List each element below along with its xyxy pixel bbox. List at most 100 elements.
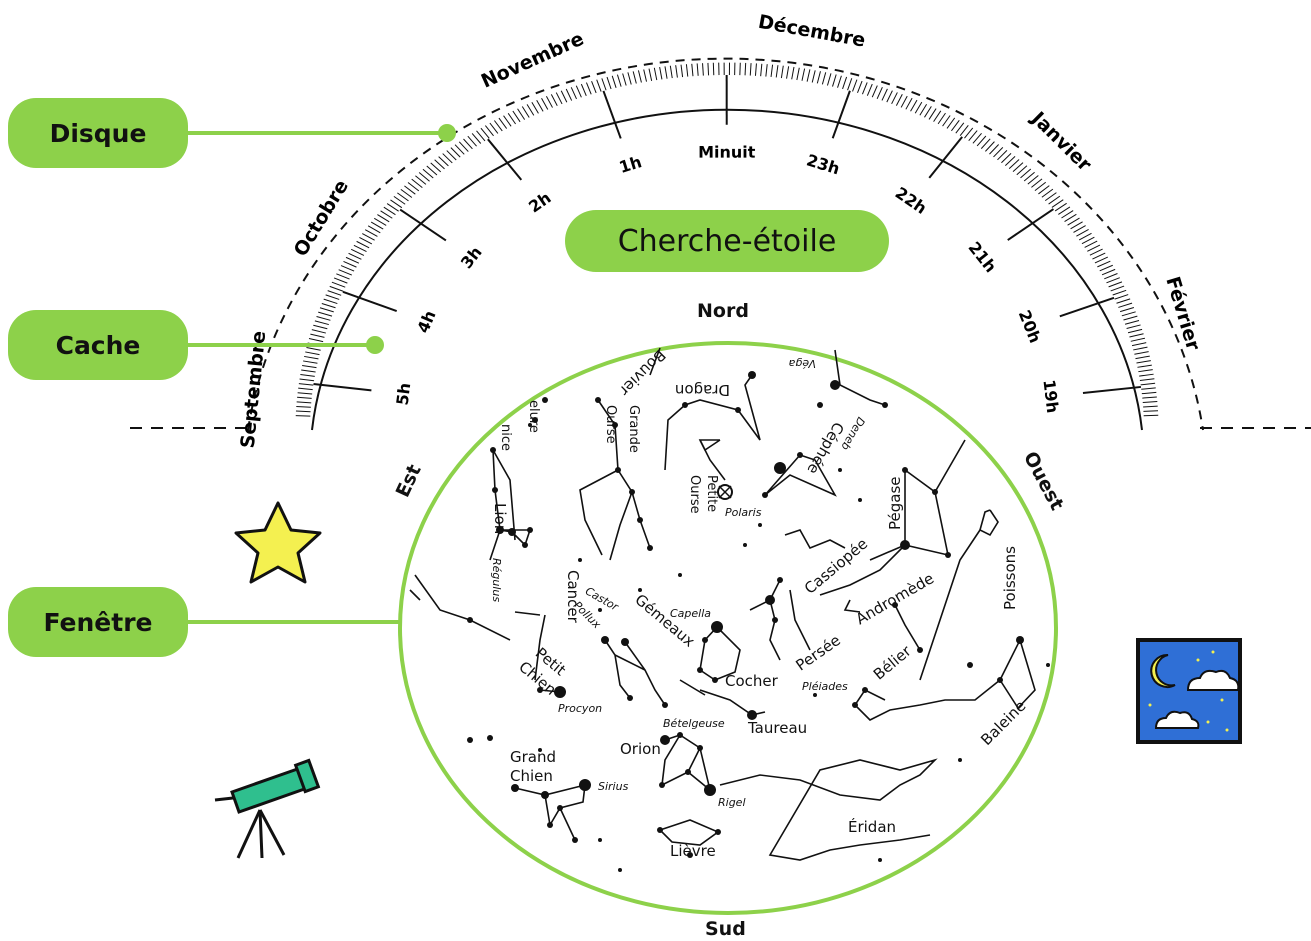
minor-tick [980, 138, 991, 149]
disque-label: Disque [8, 98, 188, 168]
minor-tick [914, 101, 923, 114]
minor-tick [383, 206, 396, 216]
minor-tick [993, 147, 1004, 158]
star-rigel: Rigel [718, 796, 746, 809]
minor-tick [467, 135, 477, 147]
minor-tick [1054, 202, 1067, 212]
minor-tick [323, 298, 338, 305]
minor-tick [816, 71, 821, 84]
minor-tick [791, 66, 795, 80]
month-label: Janvier [1026, 106, 1096, 176]
minor-tick [775, 65, 779, 78]
direction-south: Sud [705, 918, 746, 940]
minor-tick [821, 72, 827, 85]
minor-tick [325, 294, 340, 300]
minor-tick [359, 237, 373, 245]
month-label: Septembre [237, 330, 271, 449]
minor-tick [1119, 306, 1135, 313]
hour-label: 1h [617, 152, 644, 177]
minor-tick [550, 94, 558, 106]
minor-tick [675, 65, 678, 78]
month-label: Décembre [756, 11, 867, 52]
minor-tick [1124, 320, 1140, 325]
minor-tick [356, 240, 370, 249]
minor-tick [1108, 281, 1123, 288]
minor-tick [669, 65, 673, 79]
minor-tick [422, 168, 434, 179]
minor-tick [622, 73, 627, 86]
minor-tick [1001, 152, 1012, 164]
minor-tick [959, 125, 969, 136]
minor-tick [1038, 185, 1050, 195]
minor-tick [905, 97, 913, 110]
minor-tick [964, 127, 974, 139]
month-label: Novembre [478, 28, 587, 93]
minor-tick [364, 229, 378, 237]
minor-tick [386, 203, 399, 212]
label-petite-ourse-2: Ourse [687, 475, 702, 514]
minor-tick [1076, 228, 1089, 237]
minor-tick [1094, 256, 1109, 264]
telescope-icon [214, 758, 321, 859]
minor-tick [811, 70, 816, 83]
minor-tick [560, 90, 568, 103]
minor-tick [318, 311, 333, 317]
hour-tick [831, 90, 851, 139]
minor-tick [1061, 210, 1074, 219]
minor-tick [580, 83, 587, 97]
minor-tick [555, 92, 563, 105]
label-berenice: nice [498, 424, 513, 451]
scale-ticks [295, 62, 1159, 417]
minor-tick [308, 338, 324, 343]
minor-tick [1143, 405, 1158, 408]
minor-tick [1048, 195, 1061, 205]
minor-tick [696, 63, 699, 76]
minor-tick [1051, 199, 1064, 208]
label-grand-chien-2: Chien [510, 767, 553, 785]
minor-tick [801, 68, 806, 81]
hour-tick [313, 382, 372, 392]
star-vega: Véga [788, 357, 816, 370]
minor-tick [319, 307, 334, 313]
direction-north: Nord [697, 300, 749, 322]
minor-tick [305, 351, 320, 356]
minor-tick [1135, 355, 1150, 360]
minor-tick [1004, 156, 1016, 167]
minor-tick [348, 252, 362, 260]
cache-label: Cache [8, 310, 188, 380]
label-pegase: Pégase [886, 477, 904, 531]
minor-tick [1134, 351, 1149, 355]
label-petite-ourse-1: Petite [704, 475, 719, 512]
minor-tick [329, 285, 344, 292]
hour-tick [399, 208, 447, 242]
minor-tick [454, 144, 465, 155]
minor-tick [1142, 396, 1157, 399]
minor-tick [861, 82, 868, 95]
minor-tick [503, 115, 512, 127]
minor-tick [770, 64, 774, 78]
minor-tick [806, 69, 811, 82]
minor-tick [310, 333, 325, 338]
minor-tick [891, 92, 898, 105]
star-pleiades: Pléiades [802, 680, 848, 693]
minor-tick [484, 125, 494, 137]
minor-tick [296, 405, 311, 408]
minor-tick [400, 188, 413, 198]
star-betelgeuse: Bételgeuse [663, 717, 725, 730]
star-icon [234, 501, 322, 584]
disc-outer-edge [247, 57, 1204, 431]
minor-tick [362, 233, 375, 241]
minor-tick [632, 71, 637, 84]
minor-tick [702, 63, 704, 76]
minor-tick [297, 392, 313, 395]
star-regulus: Régulus [490, 558, 503, 602]
minor-tick [842, 76, 848, 90]
minor-tick [476, 130, 486, 142]
hour-tick [1007, 208, 1055, 241]
minor-tick [1106, 277, 1120, 284]
minor-tick [302, 364, 317, 369]
minor-tick [295, 410, 311, 413]
minor-tick [601, 78, 607, 91]
minor-tick [680, 64, 684, 78]
minor-tick [989, 144, 1000, 155]
